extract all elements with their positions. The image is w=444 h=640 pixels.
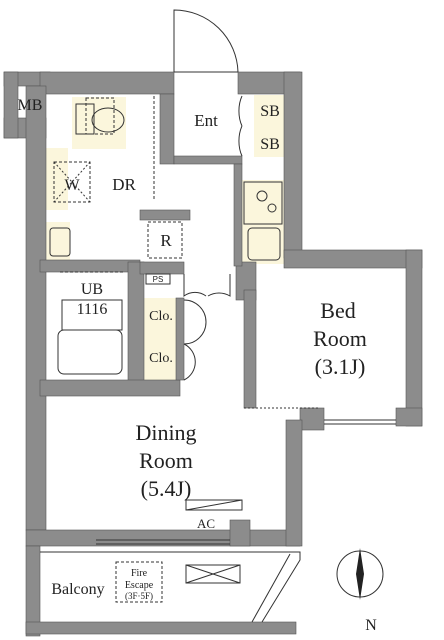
compass-needle-icon xyxy=(356,548,364,600)
dining-room-name-2: Room xyxy=(139,448,193,473)
compass: N xyxy=(336,548,384,634)
balcony-label: Balcony xyxy=(51,581,104,598)
w-label: W xyxy=(64,177,80,194)
ac-label: AC xyxy=(197,516,215,531)
dr-label: DR xyxy=(112,175,136,194)
bed-room-name-2: Room xyxy=(313,326,367,351)
sb-label-2: SB xyxy=(260,136,280,153)
sb-label-1: SB xyxy=(260,103,280,120)
r-label: R xyxy=(160,231,172,250)
walls xyxy=(3,71,423,637)
bed-room-area: (3.1J) xyxy=(315,354,366,379)
plan-lines xyxy=(40,9,396,623)
ent-label: Ent xyxy=(194,111,218,130)
ub-size-label: 1116 xyxy=(77,301,108,318)
dining-room-area: (5.4J) xyxy=(141,476,192,501)
ps-label: PS xyxy=(153,275,164,284)
dining-room-name-1: Dining xyxy=(135,420,196,445)
clo-label-2: Clo. xyxy=(149,351,173,366)
north-label: N xyxy=(365,617,377,634)
mb-label: MB xyxy=(18,97,43,114)
clo-label-1: Clo. xyxy=(149,309,173,324)
fire-escape-label-2: Escape xyxy=(125,580,154,591)
bed-room-name-1: Bed xyxy=(320,298,355,323)
fire-escape-label-3: (3F·5F) xyxy=(125,591,153,601)
fire-escape-label-1: Fire xyxy=(131,568,148,579)
ub-label: UB xyxy=(81,281,103,298)
